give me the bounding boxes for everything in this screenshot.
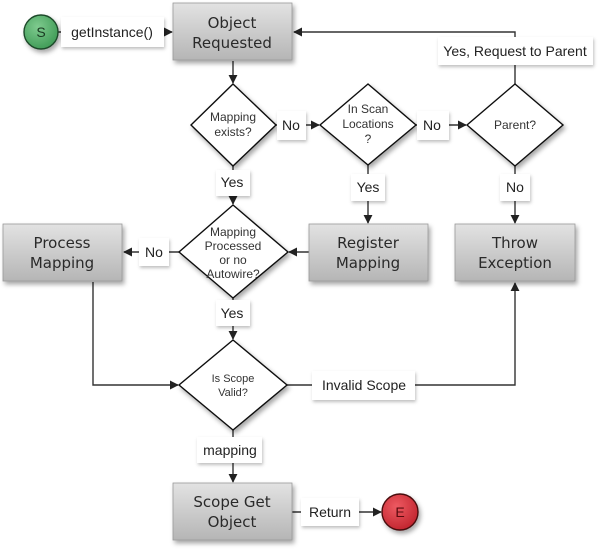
- svg-text:E: E: [395, 504, 404, 520]
- decision-parent: Parent?: [465, 83, 565, 167]
- svg-text:Yes: Yes: [221, 305, 244, 321]
- svg-text:No: No: [282, 117, 300, 133]
- edge-label-return: Return: [301, 498, 359, 526]
- svg-text:No: No: [506, 179, 524, 195]
- edge-parent-to-object-requested: [293, 27, 516, 84]
- svg-text:No: No: [145, 244, 163, 260]
- edge-scope-valid-to-throw-exception: [287, 282, 520, 386]
- svg-text:Return: Return: [309, 504, 351, 520]
- edge-label-no-parent: No: [500, 174, 530, 201]
- svg-text:mapping: mapping: [203, 442, 257, 458]
- svg-text:No: No: [423, 117, 441, 133]
- edge-label-yes-in-scan: Yes: [351, 174, 385, 201]
- svg-text:getInstance(): getInstance(): [71, 24, 153, 40]
- svg-text:Invalid Scope: Invalid Scope: [322, 377, 406, 393]
- edge-label-no-in-scan: No: [417, 111, 449, 140]
- edge-label-yes-mapping-processed: Yes: [216, 300, 250, 326]
- edge-label-mapping: mapping: [197, 437, 262, 463]
- edge-process-mapping-to-scope-valid: [92, 282, 179, 390]
- svg-text:Yes: Yes: [357, 179, 380, 195]
- svg-text:Parent?: Parent?: [494, 118, 536, 132]
- edge-label-get-instance: getInstance(): [61, 17, 164, 47]
- svg-text:Yes, Request to Parent: Yes, Request to Parent: [443, 43, 587, 59]
- connectors: [58, 27, 520, 517]
- edge-label-no-mapping-exists: No: [277, 111, 306, 140]
- terminal-end: E: [381, 493, 419, 531]
- edge-label-invalid-scope: Invalid Scope: [312, 371, 415, 400]
- terminal-start: S: [23, 14, 59, 50]
- edge-label-yes-mapping-exists: Yes: [216, 170, 250, 196]
- edge-label-yes-request-parent: Yes, Request to Parent: [438, 37, 593, 65]
- svg-text:S: S: [36, 24, 45, 40]
- edge-label-no-mapping-processed: No: [139, 238, 169, 266]
- svg-text:Yes: Yes: [221, 174, 244, 190]
